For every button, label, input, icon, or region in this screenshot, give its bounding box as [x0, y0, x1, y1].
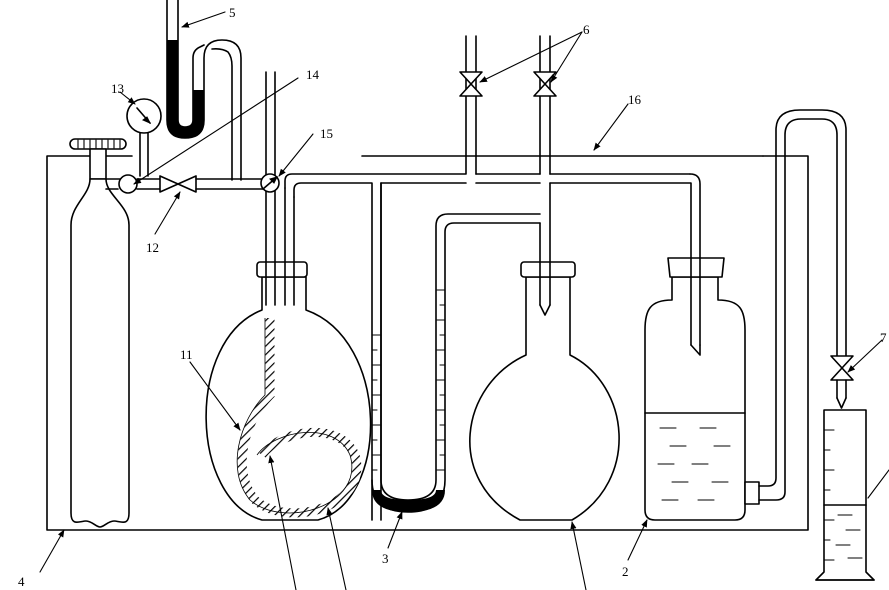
gas-cylinder	[69, 138, 130, 528]
bottle-outlet	[744, 481, 760, 505]
label-15: 15	[320, 126, 333, 141]
stopper-flask-1	[520, 261, 576, 278]
valves-6	[459, 71, 557, 97]
number-labels: 5 6 16 14 15 13 12 11 4 3 2 7	[18, 5, 887, 589]
liquid-bottle-2	[644, 257, 760, 521]
label-16: 16	[628, 92, 642, 107]
label-13: 13	[111, 81, 124, 96]
water-bath	[46, 155, 809, 531]
label-12: 12	[146, 240, 159, 255]
graduated-cylinder	[815, 409, 875, 581]
leader-lines	[39, 11, 889, 590]
label-11: 11	[180, 347, 193, 362]
round-flask-1	[469, 182, 620, 521]
label-5: 5	[229, 5, 236, 20]
graduated-u-tube	[371, 182, 541, 513]
label-6: 6	[583, 22, 590, 37]
u-tube-manometer	[166, 0, 242, 181]
siphon-line	[758, 109, 854, 501]
label-2: 2	[622, 564, 629, 579]
label-7: 7	[880, 330, 887, 345]
flask-11	[205, 71, 372, 521]
gas-supply-line	[105, 98, 265, 194]
label-4: 4	[18, 574, 25, 589]
label-14: 14	[306, 67, 320, 82]
label-3: 3	[382, 551, 389, 566]
stopper-flask-11	[256, 261, 308, 278]
